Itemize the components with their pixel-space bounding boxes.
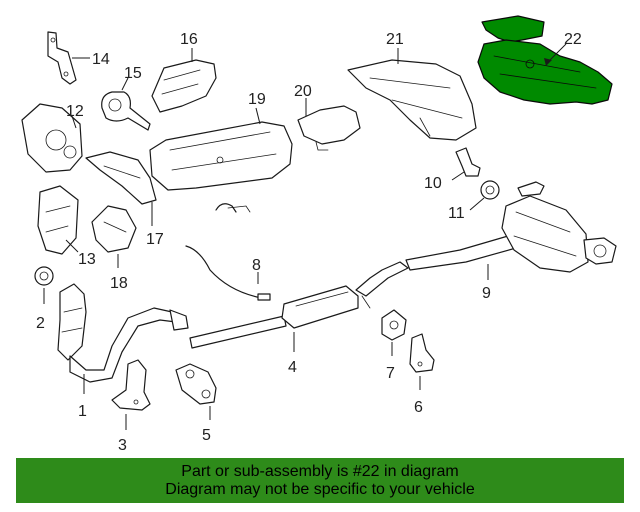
part-21-tunnel-shield[interactable] — [347, 59, 477, 141]
part-13-shield[interactable] — [37, 185, 79, 255]
part-11-gasket[interactable] — [480, 180, 500, 200]
callout-13: 13 — [78, 251, 96, 268]
part-6-hanger[interactable] — [409, 333, 435, 373]
part-10-bolt[interactable] — [455, 147, 481, 177]
part-15-hanger[interactable] — [101, 91, 151, 131]
callout-14: 14 — [92, 51, 110, 68]
callout-17: 17 — [146, 231, 164, 248]
callout-21: 21 — [386, 31, 404, 48]
part-14-bracket[interactable] — [47, 31, 77, 85]
exhaust-parts-diagram: 14 15 16 12 17 19 20 — [21, 15, 617, 454]
part-8-o2-sensor[interactable] — [185, 203, 271, 301]
part-18-shield[interactable] — [91, 205, 137, 253]
part-1-front-pipe[interactable] — [57, 283, 189, 383]
callout-7: 7 — [386, 365, 395, 382]
callout-20: 20 — [294, 83, 312, 100]
part-7-isolator[interactable] — [381, 309, 407, 341]
part-3-bracket[interactable] — [111, 359, 151, 411]
part-20-bracket[interactable] — [297, 105, 361, 151]
callout-4: 4 — [288, 359, 297, 376]
part-17-shield-plate[interactable] — [85, 151, 157, 205]
part-16-heat-shield[interactable] — [151, 59, 217, 113]
callout-6: 6 — [414, 399, 423, 416]
callout-9: 9 — [482, 285, 491, 302]
callout-18: 18 — [110, 275, 128, 292]
callout-22: 22 — [564, 31, 582, 48]
callout-19: 19 — [248, 91, 266, 108]
banner-line-2: Diagram may not be specific to your vehi… — [165, 480, 475, 498]
callout-10: 10 — [424, 175, 442, 192]
callout-1: 1 — [78, 403, 87, 420]
part-5-hanger[interactable] — [175, 363, 217, 405]
callout-3: 3 — [118, 437, 127, 454]
info-banner: Part or sub-assembly is #22 in diagram D… — [16, 458, 624, 503]
callout-11: 11 — [448, 205, 465, 222]
callout-5: 5 — [202, 427, 211, 444]
callout-12: 12 — [66, 103, 84, 120]
part-9-rear-muffler[interactable] — [405, 181, 617, 273]
callout-16: 16 — [180, 31, 198, 48]
callout-2: 2 — [36, 315, 45, 332]
part-22-rear-heat-shield[interactable] — [477, 15, 613, 105]
callout-15: 15 — [124, 65, 142, 82]
part-4-center-pipe[interactable] — [189, 261, 409, 349]
part-12-manifold-shield[interactable] — [21, 103, 83, 173]
part-2-gasket[interactable] — [34, 266, 54, 286]
part-19-heat-shield[interactable] — [149, 121, 293, 191]
callout-8: 8 — [252, 257, 261, 274]
banner-line-1: Part or sub-assembly is #22 in diagram — [181, 462, 459, 480]
